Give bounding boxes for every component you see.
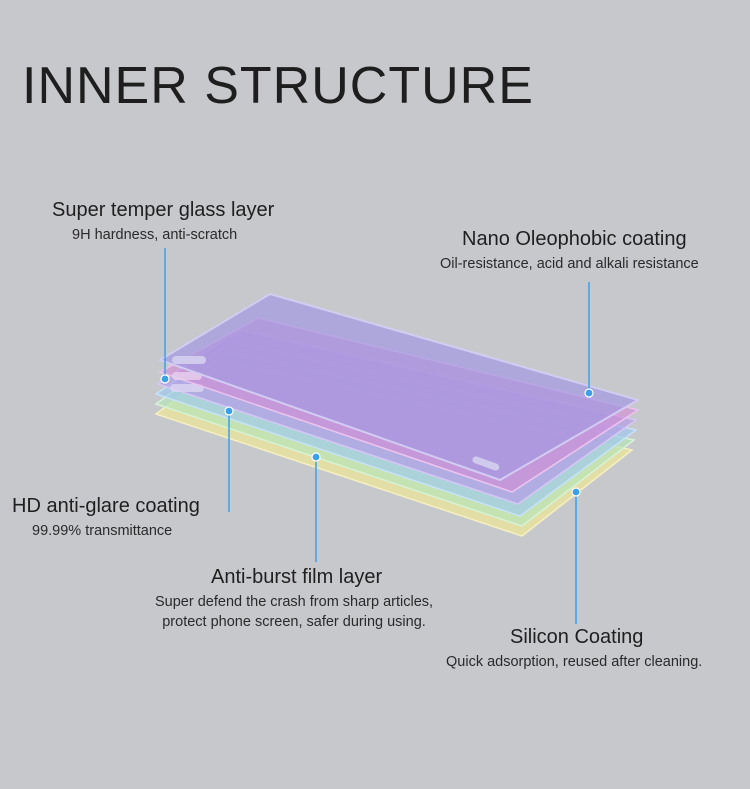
pointer-glass-dot	[160, 374, 170, 384]
label-super-temper-glass-desc: 9H hardness, anti-scratch	[72, 227, 238, 243]
label-anti-burst-film-desc-line-2: protect phone screen, safer during using…	[162, 614, 426, 631]
label-super-temper-glass: Super temper glass layer 9H hardness, an…	[52, 199, 274, 245]
label-anti-burst-film-name: Anti-burst film layer	[211, 566, 383, 588]
cutout-camera-pink	[172, 372, 202, 380]
label-anti-burst-film: Anti-burst film layer Super defend the c…	[155, 566, 433, 633]
pointer-burst	[311, 452, 321, 562]
cutout-home-button	[472, 456, 500, 471]
layer-glass	[157, 292, 641, 482]
label-silicon-coating-desc: Quick adsorption, reused after cleaning.	[446, 654, 703, 670]
label-nano-oleophobic-desc: Oil-resistance, acid and alkali resistan…	[440, 256, 699, 272]
label-super-temper-glass-name: Super temper glass layer	[52, 199, 275, 221]
label-anti-burst-film-desc: Super defend the crash from sharp articl…	[155, 592, 433, 633]
label-hd-anti-glare-desc: 99.99% transmittance	[32, 523, 173, 539]
cutout-earpiece	[172, 356, 206, 364]
label-silicon-coating-name: Silicon Coating	[510, 626, 644, 648]
pointer-silicon-dot	[571, 487, 581, 497]
pointer-nano	[584, 282, 594, 398]
layer-glass-sheet	[157, 292, 641, 482]
pointer-burst-dot	[311, 452, 321, 462]
label-anti-burst-film-desc-line-1: Super defend the crash from sharp articl…	[155, 594, 434, 610]
label-nano-oleophobic-name: Nano Oleophobic coating	[462, 228, 687, 250]
label-hd-anti-glare: HD anti-glare coating 99.99% transmittan…	[12, 495, 200, 541]
label-nano-oleophobic: Nano Oleophobic coating Oil-resistance, …	[440, 228, 699, 274]
pointer-nano-dot	[584, 388, 594, 398]
label-hd-anti-glare-name: HD anti-glare coating	[12, 495, 200, 517]
pointer-silicon	[571, 487, 581, 624]
page-title: INNER STRUCTURE	[22, 57, 534, 115]
pointer-glass	[160, 248, 170, 384]
pointer-antiglare-dot	[224, 406, 234, 416]
pointer-antiglare	[224, 406, 234, 512]
cutout-camera-violet	[170, 384, 204, 392]
label-silicon-coating: Silicon Coating Quick adsorption, reused…	[446, 626, 702, 672]
